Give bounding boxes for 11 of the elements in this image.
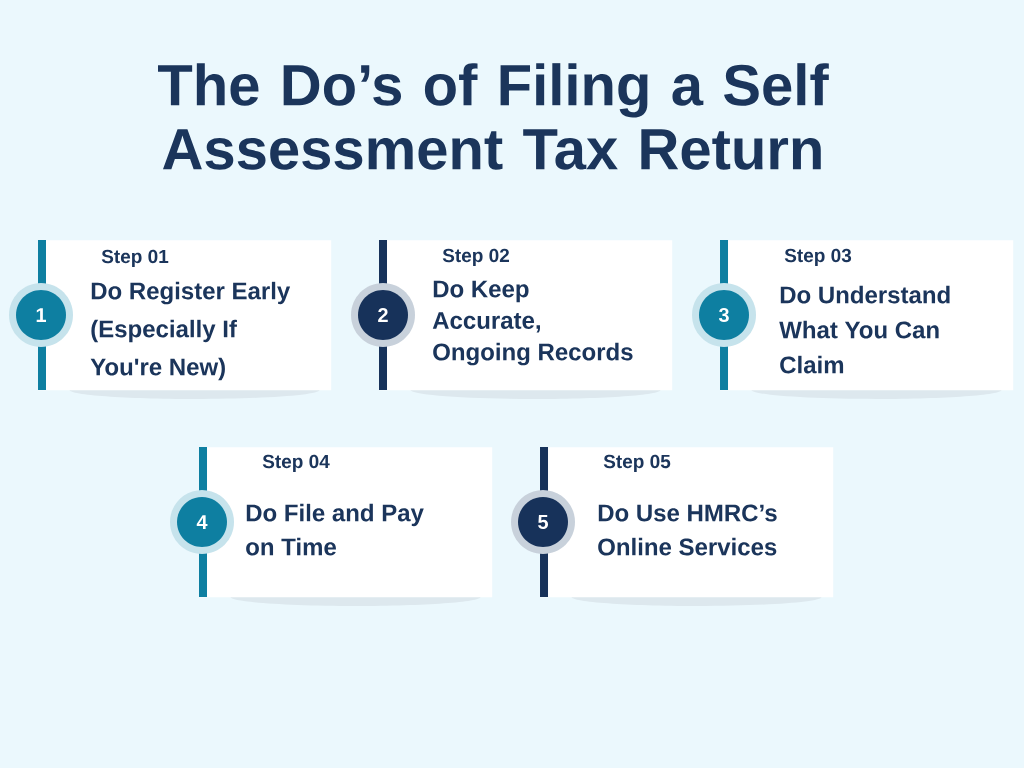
step-label: Step 05	[603, 454, 671, 472]
title: The Do’s of Filing a Self Assessment Tax Return	[158, 63, 829, 170]
step-title: Do Keep Accurate, Ongoing Records	[432, 280, 633, 366]
step-title: Do Understand What You Can Claim	[779, 285, 950, 374]
step-label: Step 02	[442, 248, 509, 266]
step-title: Do Use HMRC’s Online Services	[598, 504, 777, 556]
step-label: Step 04	[262, 454, 330, 472]
step-title: Do File and Pay on Time	[246, 503, 424, 556]
step-label: Step 03	[784, 248, 852, 266]
step-title: Do Register Early (Especially If You're New)	[90, 281, 291, 381]
step-label: Step 01	[101, 249, 169, 267]
